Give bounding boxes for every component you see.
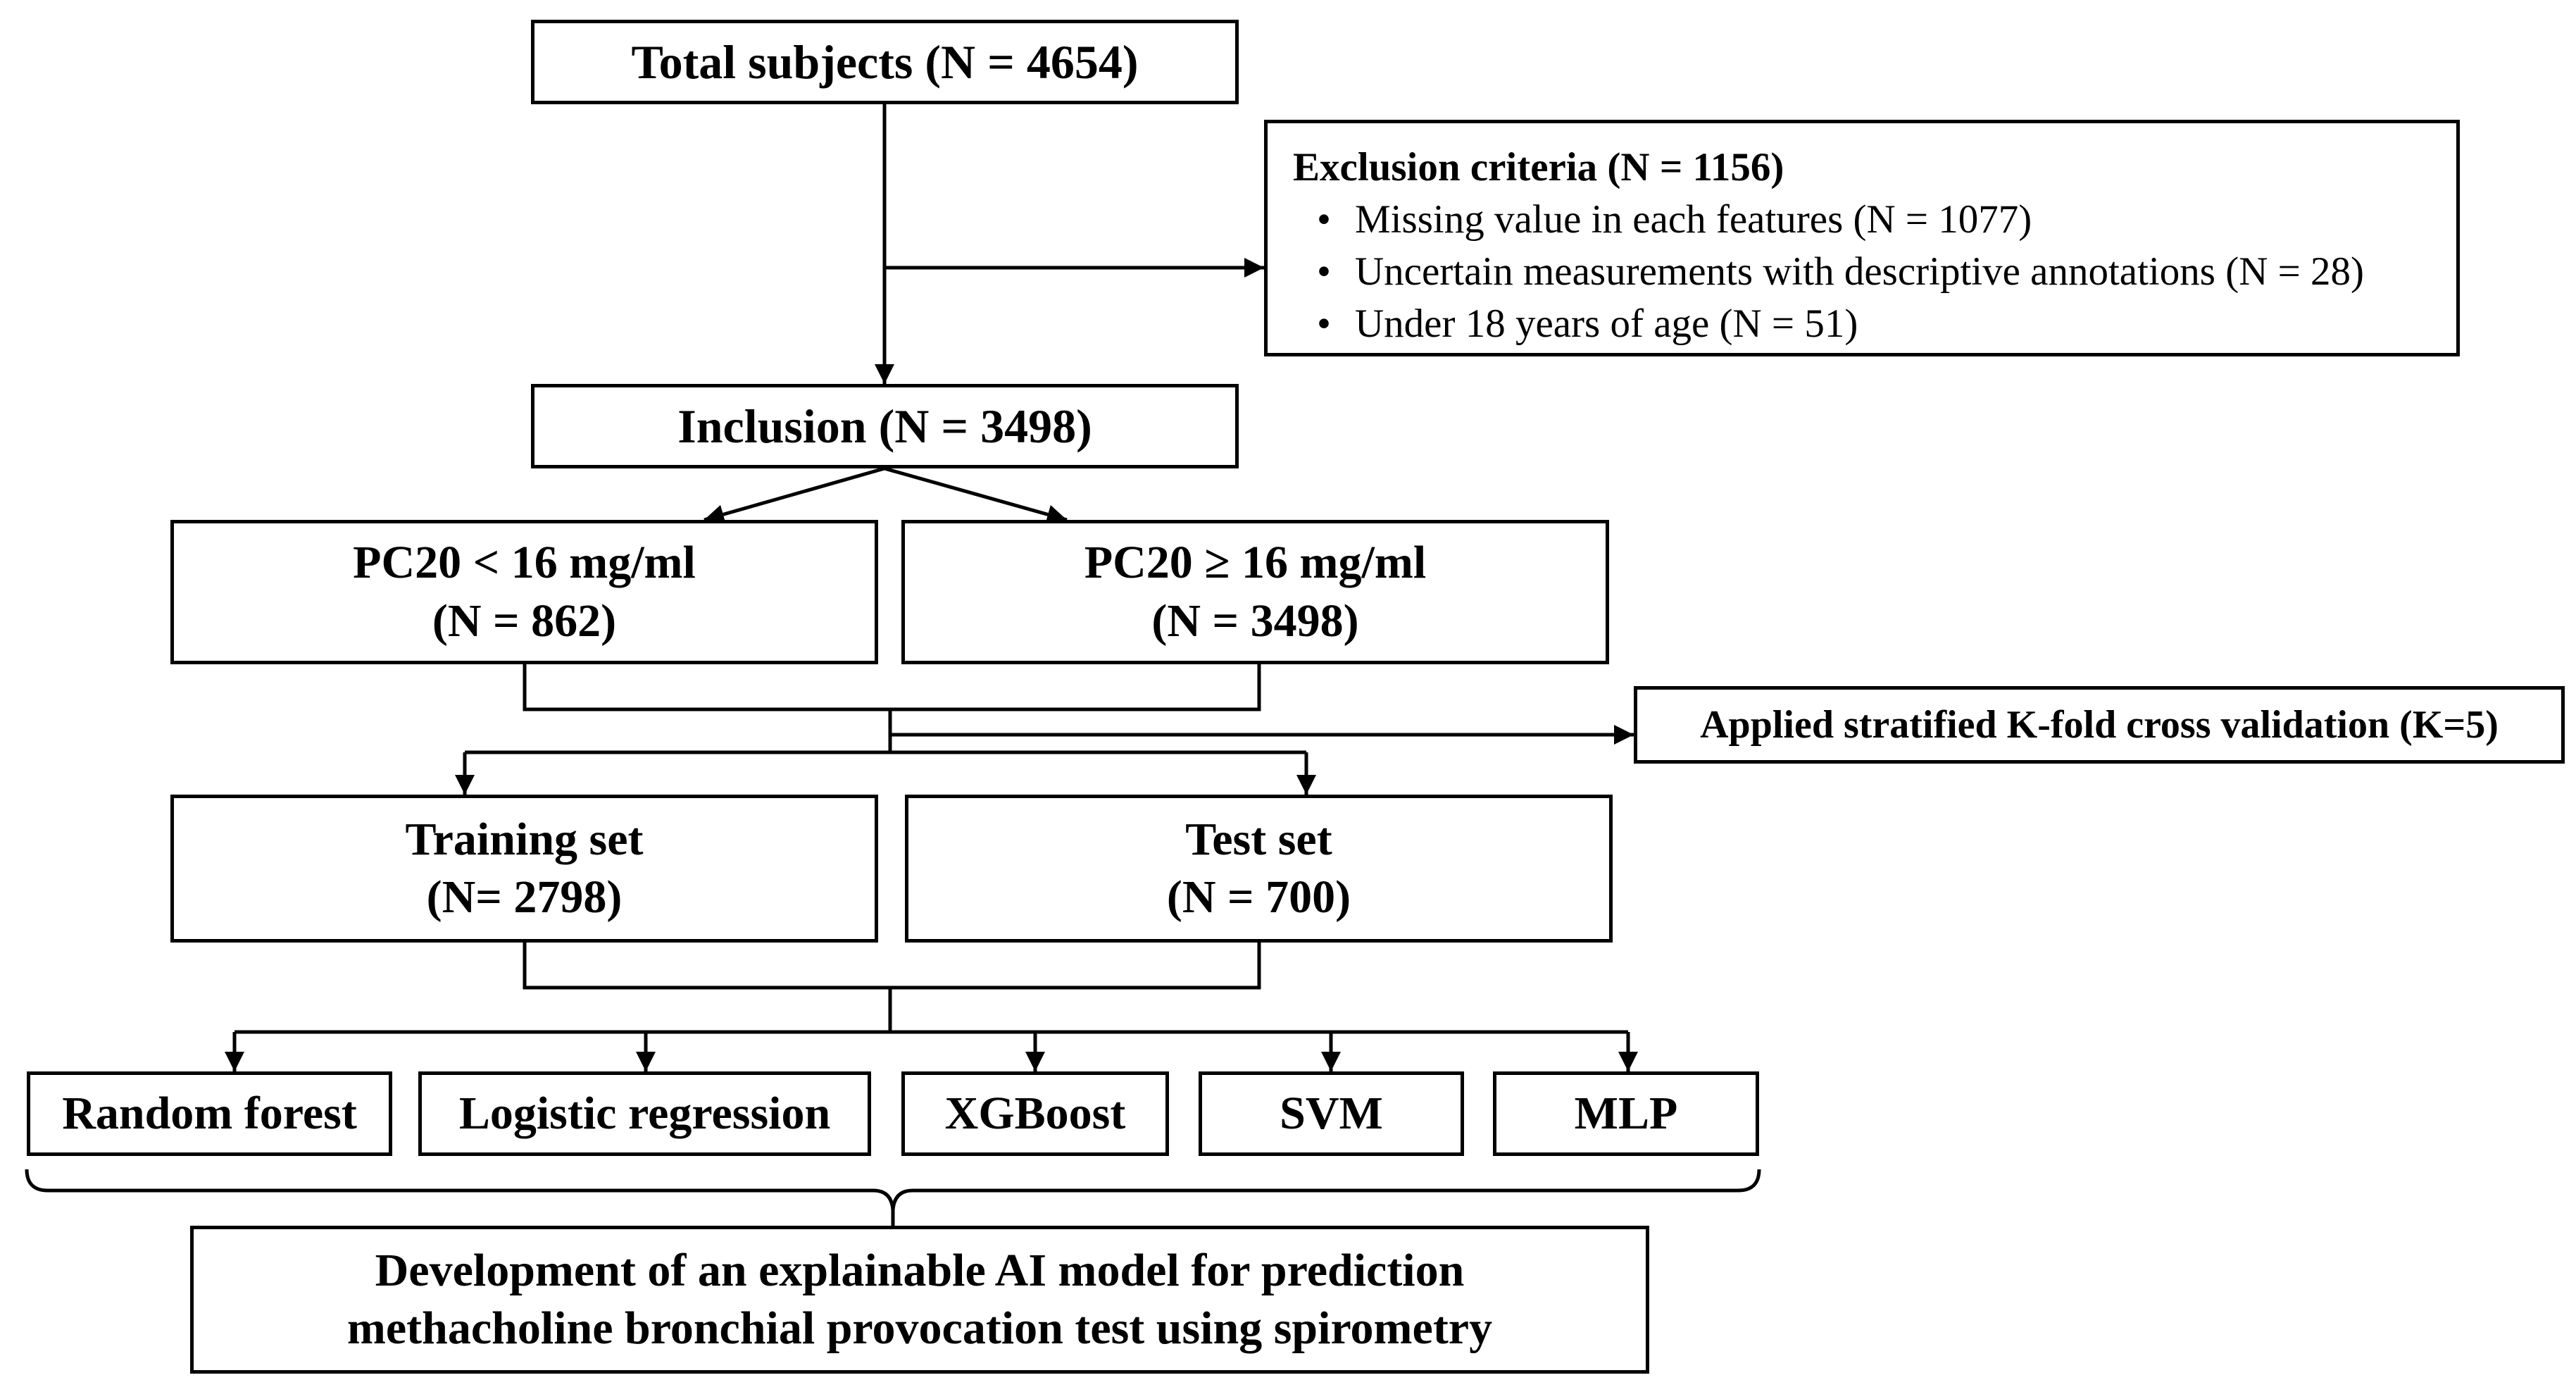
exclusion-list: •Missing value in each features (N = 107… xyxy=(1293,194,2456,350)
arrow-inclusion-to-group-high xyxy=(884,466,1068,524)
group-high-pc20-box: PC20 ≥ 16 mg/ml (N = 3498) xyxy=(901,520,1609,664)
arrow-inclusion-to-group-low xyxy=(704,466,885,524)
group-low-pc20-box: PC20 < 16 mg/ml (N = 862) xyxy=(170,520,878,664)
training-set-box: Training set (N= 2798) xyxy=(170,795,878,943)
bullet-icon: • xyxy=(1317,249,1331,294)
test-set-box: Test set (N = 700) xyxy=(905,795,1613,943)
model-svm-box: SVM xyxy=(1199,1071,1464,1156)
set-merge-bracket xyxy=(523,943,1261,990)
inclusion-label: Inclusion (N = 3498) xyxy=(677,399,1092,453)
bullet-icon: • xyxy=(1317,301,1331,346)
kfold-box: Applied stratified K-fold cross validati… xyxy=(1634,686,2565,764)
total-subjects-label: Total subjects (N = 4654) xyxy=(631,35,1139,89)
inclusion-box: Inclusion (N = 3498) xyxy=(531,384,1239,468)
model-logistic-regression-box: Logistic regression xyxy=(418,1071,871,1156)
group-merge-bracket xyxy=(523,664,1261,711)
model-random-forest-box: Random forest xyxy=(27,1071,392,1156)
exclusion-criteria-box: Exclusion criteria (N = 1156) •Missing v… xyxy=(1264,120,2460,356)
bullet-icon: • xyxy=(1317,197,1331,242)
exclusion-item: •Uncertain measurements with descriptive… xyxy=(1293,246,2456,298)
model-mlp-box: MLP xyxy=(1493,1071,1759,1156)
total-subjects-box: Total subjects (N = 4654) xyxy=(531,20,1239,104)
model-xgboost-box: XGBoost xyxy=(901,1071,1169,1156)
exclusion-item: •Missing value in each features (N = 107… xyxy=(1293,194,2456,246)
kfold-label: Applied stratified K-fold cross validati… xyxy=(1700,703,2499,747)
exclusion-item: •Under 18 years of age (N = 51) xyxy=(1293,298,2456,350)
exclusion-title: Exclusion criteria (N = 1156) xyxy=(1293,145,1784,189)
outcome-box: Development of an explainable AI model f… xyxy=(190,1226,1649,1374)
